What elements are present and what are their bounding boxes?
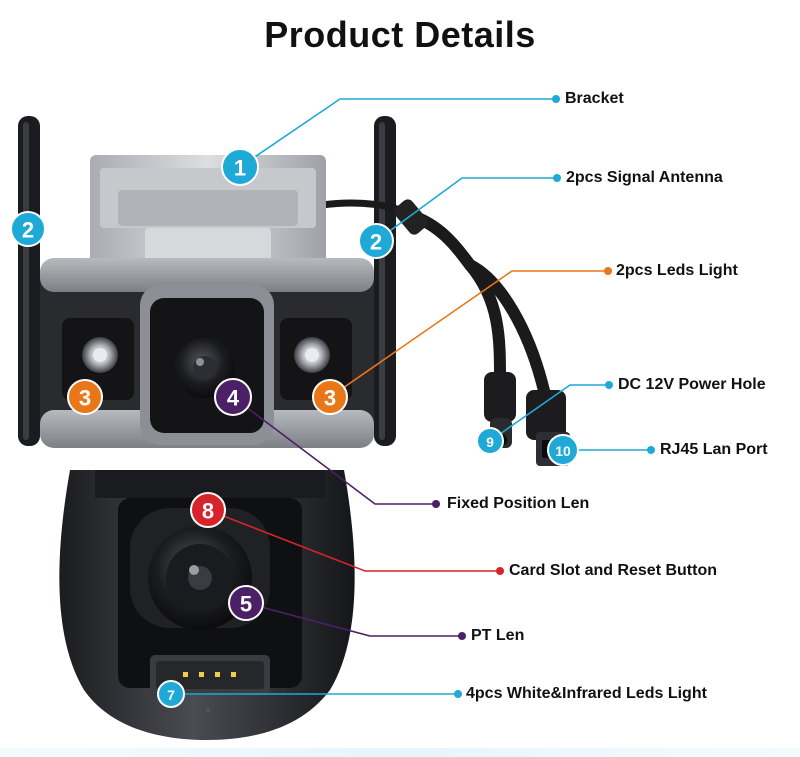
callout-badge: 1 bbox=[221, 148, 259, 186]
callout-badge: 10 bbox=[547, 434, 579, 466]
badge-number: 3 bbox=[324, 386, 336, 411]
callout-badge: 3 bbox=[312, 379, 348, 415]
badge-number: 2 bbox=[22, 218, 34, 243]
bracket bbox=[90, 155, 326, 268]
right-antenna bbox=[374, 116, 396, 446]
badge-circle bbox=[221, 148, 259, 186]
callout-label: PT Len bbox=[471, 627, 525, 644]
fixed-lens bbox=[175, 338, 235, 398]
callout-badge: 8 bbox=[190, 492, 226, 528]
leader-dot bbox=[604, 267, 612, 275]
leader-dot bbox=[458, 632, 466, 640]
callout-badge: 5 bbox=[228, 585, 264, 621]
callout-badge: 2 bbox=[358, 223, 394, 259]
badge-circle bbox=[157, 680, 185, 708]
leader-line bbox=[207, 509, 500, 572]
badge-number: 4 bbox=[227, 386, 240, 411]
leader-dot bbox=[647, 446, 655, 454]
badge-circle bbox=[10, 211, 46, 247]
left-led bbox=[82, 337, 118, 373]
callout-label: 4pcs White&Infrared Leds Light bbox=[466, 685, 707, 702]
leader-dot bbox=[605, 381, 613, 389]
badge-number: 8 bbox=[202, 499, 214, 524]
callout-badges: 1 2 2 3 3 9 10 4 8 5 7 bbox=[10, 148, 579, 708]
badge-number: 1 bbox=[234, 156, 246, 181]
badge-number: 7 bbox=[167, 687, 175, 703]
leader-lines bbox=[171, 95, 655, 698]
callout-label: DC 12V Power Hole bbox=[618, 376, 766, 393]
badge-number: 5 bbox=[240, 592, 252, 617]
leader-dot bbox=[432, 500, 440, 508]
badge-number: 9 bbox=[486, 434, 494, 450]
badge-circle bbox=[214, 378, 252, 416]
leader-dot bbox=[454, 690, 462, 698]
badge-circle bbox=[358, 223, 394, 259]
callout-label: 2pcs Signal Antenna bbox=[566, 169, 723, 186]
badge-circle bbox=[67, 379, 103, 415]
callout-badge: 3 bbox=[67, 379, 103, 415]
leader-dot bbox=[496, 567, 504, 575]
callout-badge: 2 bbox=[10, 211, 46, 247]
leader-line bbox=[232, 396, 436, 505]
badge-number: 2 bbox=[370, 230, 382, 255]
page-title: Product Details bbox=[264, 14, 536, 55]
badge-circle bbox=[312, 379, 348, 415]
badge-number: 10 bbox=[555, 443, 571, 459]
power-cable bbox=[318, 199, 551, 401]
callout-badge: 4 bbox=[214, 378, 252, 416]
badge-circle bbox=[190, 492, 226, 528]
left-antenna bbox=[18, 116, 40, 446]
leader-line bbox=[239, 98, 556, 168]
leader-line bbox=[489, 384, 609, 442]
right-led bbox=[294, 337, 330, 373]
callout-label: 2pcs Leds Light bbox=[616, 262, 738, 279]
callout-badge: 9 bbox=[476, 427, 504, 455]
leader-dot bbox=[553, 174, 561, 182]
callout-label: Card Slot and Reset Button bbox=[509, 562, 718, 579]
badge-circle bbox=[476, 427, 504, 455]
callout-label: Bracket bbox=[565, 90, 624, 107]
badge-number: 3 bbox=[79, 386, 91, 411]
badge-circle bbox=[547, 434, 579, 466]
pt-lens bbox=[148, 526, 252, 630]
leader-line bbox=[245, 602, 462, 637]
callout-label: Fixed Position Len bbox=[447, 495, 590, 512]
callout-badge: 7 bbox=[157, 680, 185, 708]
leader-dot bbox=[552, 95, 560, 103]
callout-label: RJ45 Lan Port bbox=[660, 441, 768, 458]
bottom-bar bbox=[0, 748, 800, 757]
leader-line bbox=[329, 270, 608, 398]
leader-line bbox=[375, 177, 557, 242]
badge-circle bbox=[228, 585, 264, 621]
